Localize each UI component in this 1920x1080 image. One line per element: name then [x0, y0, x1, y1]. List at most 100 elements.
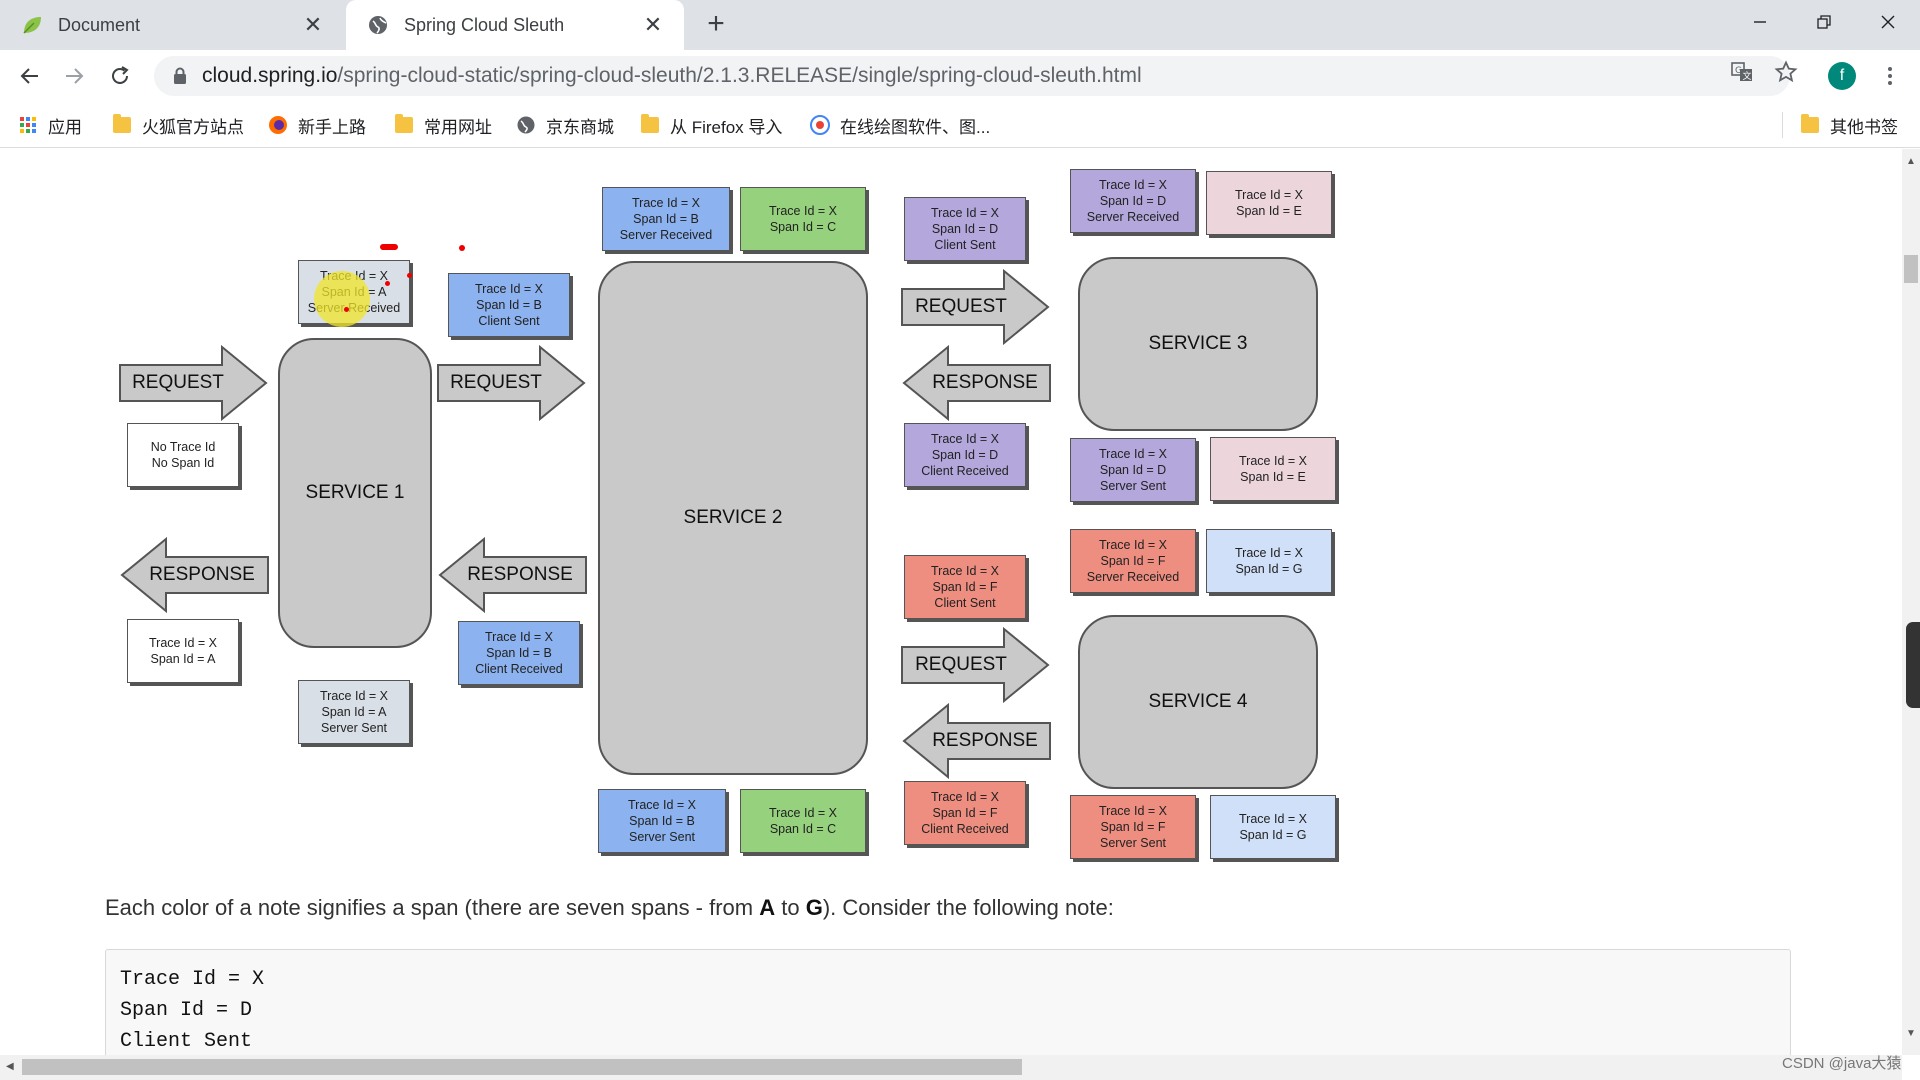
- note-line: Trace Id = X: [1239, 812, 1307, 826]
- horizontal-scroll-thumb[interactable]: [22, 1059, 1022, 1075]
- service-label: SERVICE 1: [305, 482, 405, 503]
- note-line: Server Received: [1086, 210, 1180, 224]
- bookmark-jd-mall[interactable]: 京东商城: [516, 110, 614, 140]
- bookmark-label: 在线绘图软件、图...: [840, 117, 991, 137]
- window-close-icon[interactable]: [1856, 0, 1920, 44]
- tab-close-icon[interactable]: ✕: [643, 12, 663, 37]
- service-label: SERVICE 3: [1148, 333, 1248, 354]
- note-line: Span Id = B: [633, 212, 699, 226]
- note-line: Span Id = G: [1235, 562, 1303, 576]
- folder-icon: [1800, 114, 1820, 135]
- scroll-down-icon[interactable]: ▼: [1906, 1028, 1916, 1039]
- reload-icon[interactable]: [102, 58, 138, 94]
- vertical-scroll-thumb[interactable]: [1904, 255, 1918, 283]
- note-line: Span Id = F: [932, 806, 998, 820]
- bookmark-apps[interactable]: 应用: [18, 110, 82, 140]
- svg-text:G: G: [1735, 66, 1742, 76]
- scroll-up-icon[interactable]: ▲: [1906, 156, 1916, 167]
- note-line: Server Received: [1086, 570, 1180, 584]
- note-line: Span Id = B: [629, 814, 695, 828]
- tab-title: Spring Cloud Sleuth: [404, 14, 565, 35]
- restore-icon[interactable]: [1792, 0, 1856, 44]
- globe-icon: [516, 115, 536, 135]
- page-content: SERVICE 1 SERVICE 2 SERVICE 3 SERVICE 4 …: [0, 149, 1902, 1055]
- bookmark-label: 火狐官方站点: [142, 117, 244, 137]
- note-line: Span Id = B: [486, 646, 552, 660]
- note-line: Span Id = C: [769, 822, 837, 836]
- bookmark-online-drawing[interactable]: 在线绘图软件、图...: [810, 110, 990, 140]
- note-span-c-top: Trace Id = X Span Id = C: [740, 187, 866, 251]
- note-span-f-server-sent: Trace Id = X Span Id = F Server Sent: [1070, 795, 1196, 859]
- profile-avatar[interactable]: f: [1828, 62, 1856, 90]
- note-span-g-top: Trace Id = X Span Id = G: [1206, 529, 1332, 593]
- caption-text: Each color of a note signifies a span (t…: [105, 895, 760, 920]
- address-bar[interactable]: cloud.spring.io/spring-cloud-static/spri…: [154, 56, 1790, 96]
- service-3: SERVICE 3: [1078, 257, 1318, 431]
- note-line: Client Received: [475, 662, 563, 676]
- service-2: SERVICE 2: [598, 261, 868, 775]
- request-label: REQUEST: [450, 372, 542, 393]
- vertical-scrollbar[interactable]: [1902, 149, 1920, 1055]
- code-line: Trace Id = X: [120, 968, 265, 991]
- lock-icon: [170, 66, 190, 86]
- note-line: Span Id = D: [931, 222, 999, 236]
- bookmark-getting-started[interactable]: 新手上路: [268, 110, 366, 140]
- bookmark-label: 京东商城: [546, 117, 614, 137]
- annotation-mark: [459, 245, 465, 251]
- response-arrow-icon: [902, 703, 1051, 779]
- note-span-d-server-sent: Trace Id = X Span Id = D Server Sent: [1070, 438, 1196, 502]
- folder-icon: [112, 114, 132, 135]
- note-line: Trace Id = X: [1099, 447, 1167, 461]
- tab-document[interactable]: Document ✕: [0, 0, 344, 50]
- note-span-b-server-received: Trace Id = X Span Id = B Server Received: [602, 187, 730, 251]
- new-tab-button[interactable]: +: [707, 7, 725, 40]
- note-line: Trace Id = X: [769, 204, 837, 218]
- apps-grid-icon: [18, 115, 38, 135]
- menu-icon[interactable]: [1876, 60, 1904, 92]
- forward-icon[interactable]: [56, 58, 92, 94]
- bookmark-firefox-official[interactable]: 火狐官方站点: [112, 110, 244, 140]
- note-line: Trace Id = X: [1235, 546, 1303, 560]
- bookmark-other[interactable]: 其他书签: [1800, 110, 1898, 140]
- note-line: Trace Id = X: [485, 630, 553, 644]
- note-line: Client Received: [921, 822, 1009, 836]
- side-panel-handle[interactable]: [1906, 622, 1920, 708]
- note-line: Trace Id = X: [1239, 454, 1307, 468]
- note-line: Client Received: [921, 464, 1009, 478]
- scroll-left-icon[interactable]: ◀: [6, 1061, 14, 1072]
- note-line: Client Sent: [478, 314, 540, 328]
- note-line: Span Id = D: [931, 448, 999, 462]
- note-line: Trace Id = X: [1099, 178, 1167, 192]
- note-no-trace: No Trace Id No Span Id: [127, 423, 239, 487]
- back-icon[interactable]: [12, 58, 48, 94]
- watermark: CSDN @java大猿: [1782, 1055, 1902, 1072]
- bookmark-common-sites[interactable]: 常用网址: [394, 110, 492, 140]
- minimize-icon[interactable]: [1728, 0, 1792, 44]
- note-line: Trace Id = X: [320, 689, 388, 703]
- service-1: SERVICE 1: [278, 338, 432, 648]
- tab-spring-cloud-sleuth[interactable]: Spring Cloud Sleuth ✕: [346, 0, 684, 50]
- note-line: Span Id = F: [932, 580, 998, 594]
- note-span-b-client-received: Trace Id = X Span Id = B Client Received: [458, 621, 580, 685]
- note-span-f-client-received: Trace Id = X Span Id = F Client Received: [904, 781, 1026, 845]
- request-arrow-icon: [901, 627, 1050, 703]
- note-span-b-server-sent: Trace Id = X Span Id = B Server Sent: [598, 789, 726, 853]
- star-icon[interactable]: [1772, 58, 1800, 86]
- note-line: Client Sent: [934, 238, 996, 252]
- note-line: Span Id = D: [1099, 194, 1167, 208]
- note-span-e-top: Trace Id = X Span Id = E: [1206, 171, 1332, 235]
- caption-text: ). Consider the following note:: [822, 895, 1114, 920]
- bookmark-firefox-import[interactable]: 从 Firefox 导入: [640, 110, 782, 140]
- note-span-d-server-received: Trace Id = X Span Id = D Server Received: [1070, 169, 1196, 233]
- tab-close-icon[interactable]: ✕: [303, 12, 323, 37]
- note-line: Trace Id = X: [1099, 804, 1167, 818]
- code-line: Span Id = D: [120, 999, 253, 1022]
- request-label: REQUEST: [915, 654, 1007, 675]
- service-4: SERVICE 4: [1078, 615, 1318, 789]
- note-line: Span Id = F: [1100, 554, 1166, 568]
- drawing-app-icon: [810, 115, 830, 135]
- note-line: Span Id = D: [1099, 463, 1167, 477]
- note-line: No Span Id: [151, 456, 215, 470]
